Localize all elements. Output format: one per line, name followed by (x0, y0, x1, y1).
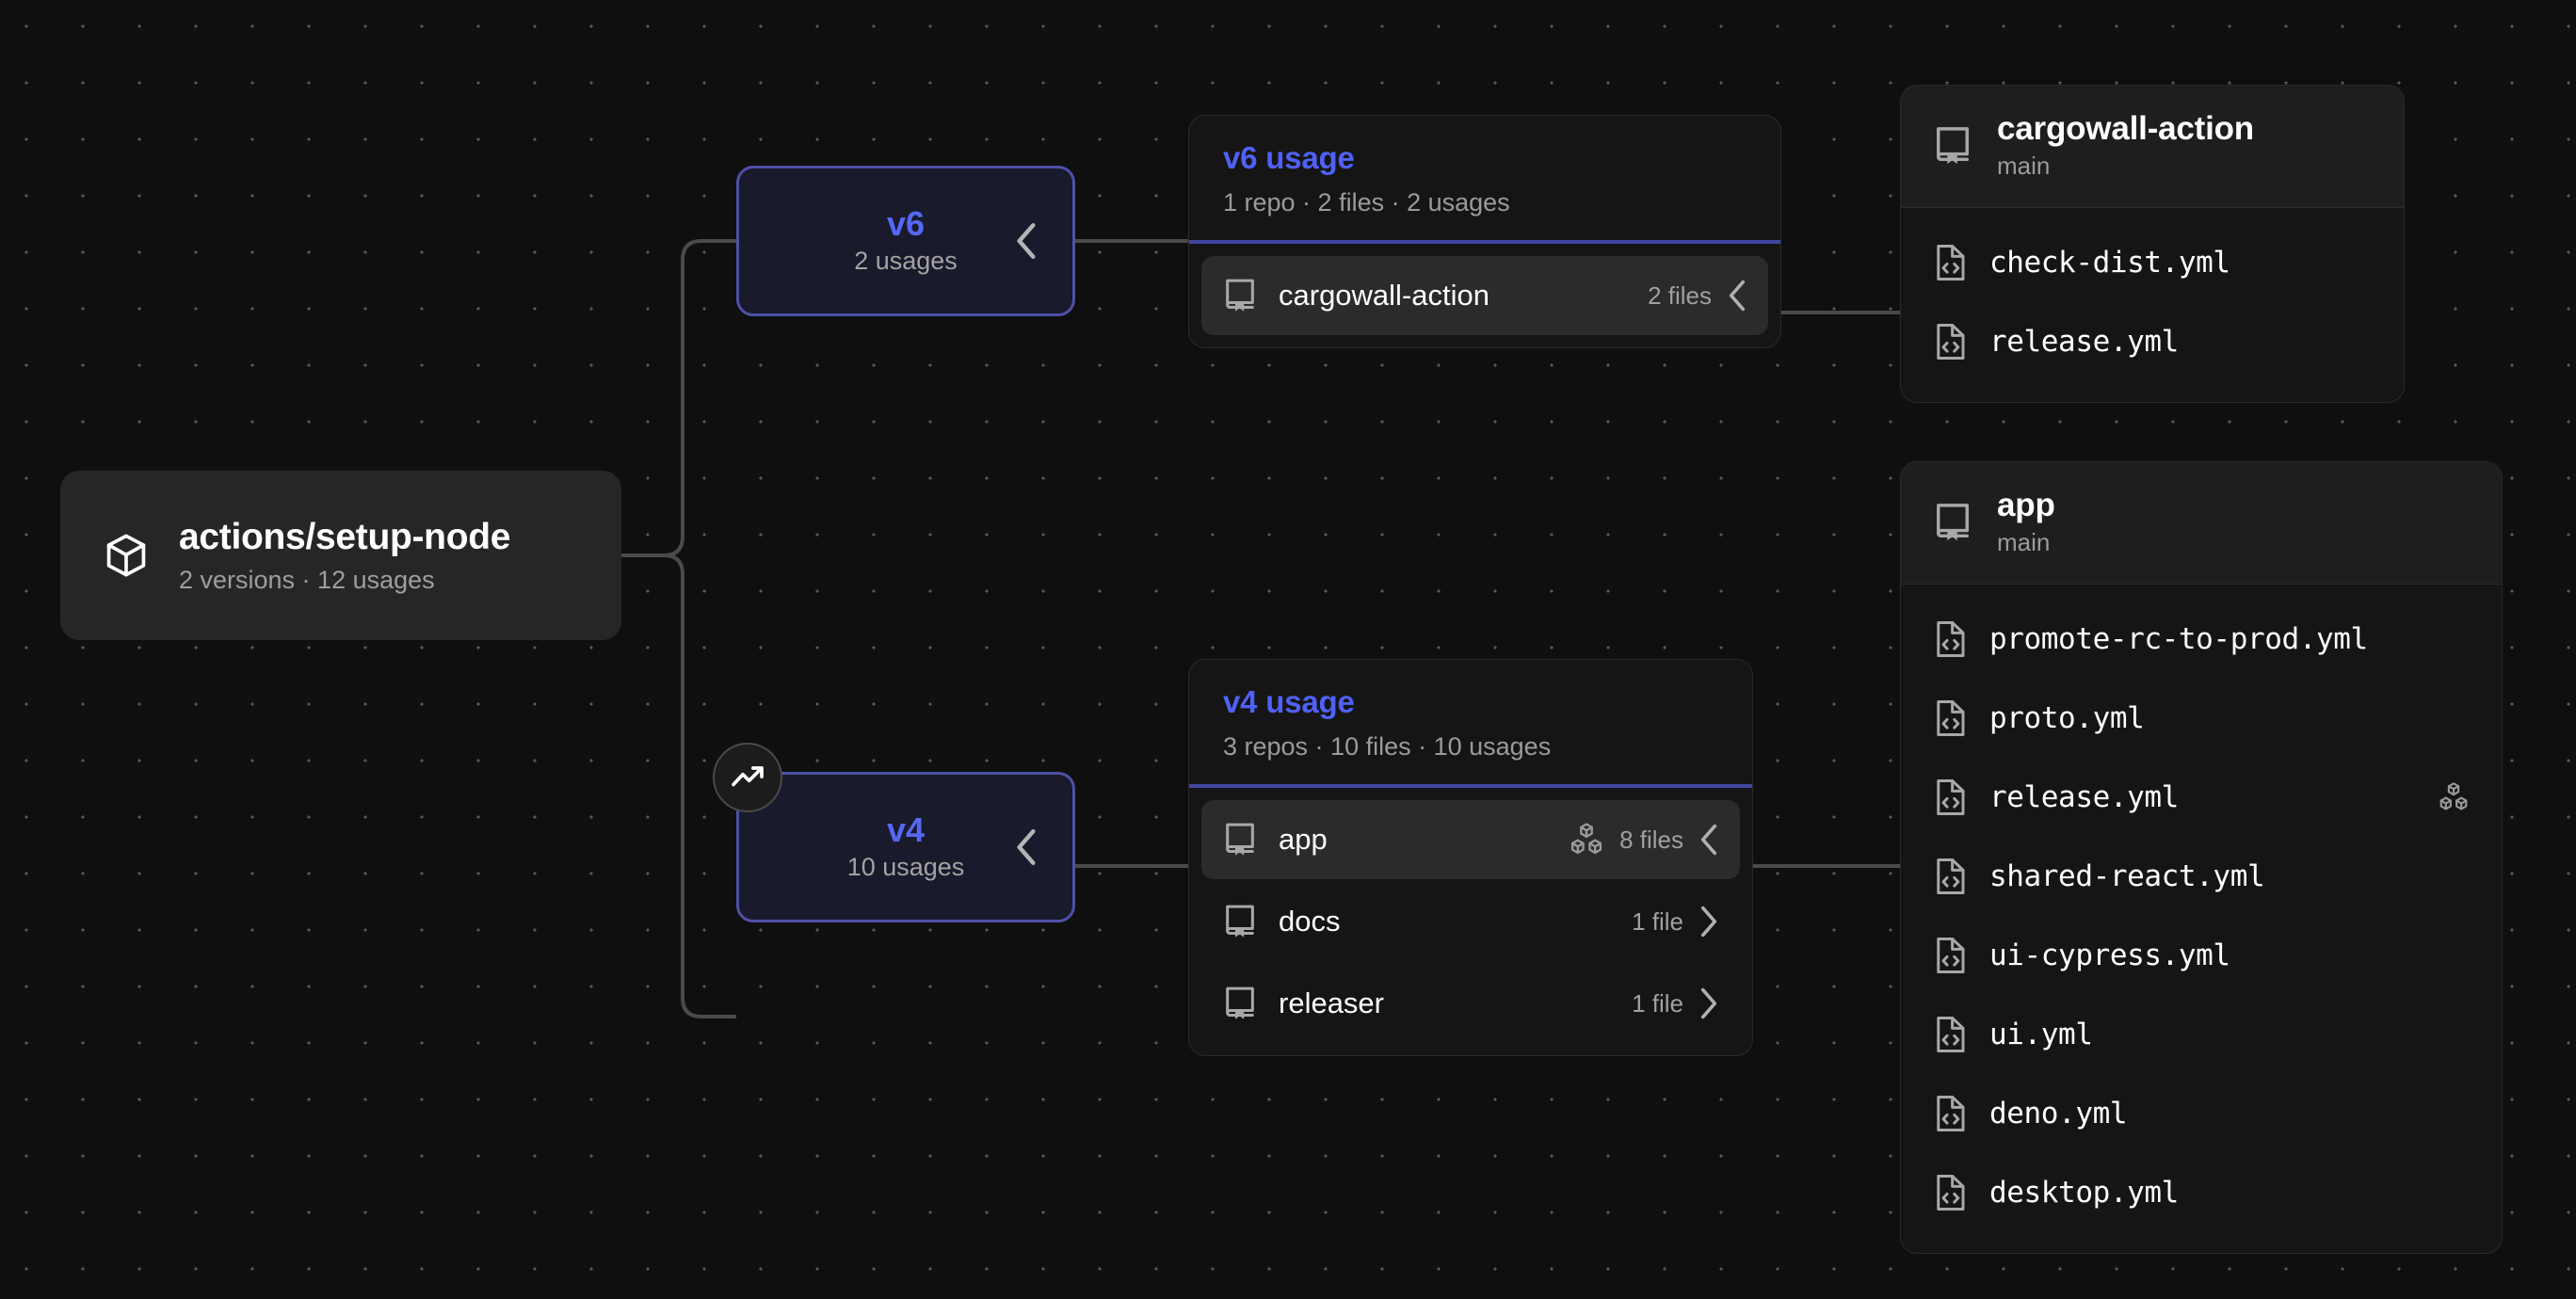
version-node-v6[interactable]: v6 2 usages (736, 166, 1075, 316)
trending-up-icon[interactable] (713, 743, 782, 812)
file-name: proto.yml (1989, 701, 2145, 735)
code-file-icon (1933, 778, 1967, 817)
version-node-v4[interactable]: v4 10 usages (713, 743, 1075, 922)
file-row[interactable]: release.yml (1901, 302, 2404, 381)
usage-card-v6: v6 usage 1 repo · 2 files · 2 usages car… (1188, 115, 1781, 348)
usage-card-header: v4 usage 3 repos · 10 files · 10 usages (1189, 660, 1752, 784)
repo-row-trailing: 8 files (1569, 822, 1719, 858)
file-card-branch: main (1997, 152, 2051, 180)
usage-repo-list: app 8 files (1189, 788, 1752, 1055)
version-label: v6 (886, 203, 926, 243)
version-usages: 2 usages (854, 247, 958, 276)
usage-card-title: v6 usage (1223, 140, 1355, 175)
file-row[interactable]: desktop.yml (1901, 1153, 2502, 1232)
file-card-title: cargowall-action (1997, 110, 2254, 147)
wire-root-to-v6 (621, 239, 736, 557)
usage-repo-list: cargowall-action 2 files (1189, 244, 1780, 347)
file-name: check-dist.yml (1989, 246, 2230, 280)
repo-file-count: 8 files (1619, 825, 1683, 854)
file-name: desktop.yml (1989, 1176, 2179, 1210)
repo-row-releaser[interactable]: releaser 1 file (1201, 964, 1740, 1043)
usage-card-meta: 1 repo · 2 files · 2 usages (1223, 188, 1510, 216)
file-row[interactable]: ui.yml (1901, 995, 2502, 1074)
repo-book-icon (1933, 501, 1972, 544)
usage-card-divider (1189, 784, 1752, 788)
repo-row-app[interactable]: app 8 files (1201, 800, 1740, 879)
code-file-icon (1933, 1094, 1967, 1133)
repo-name: app (1279, 823, 1328, 856)
file-name: shared-react.yml (1989, 859, 2265, 893)
repo-book-icon (1222, 821, 1258, 858)
file-name: deno.yml (1989, 1097, 2128, 1131)
repo-row-cargowall-action[interactable]: cargowall-action 2 files (1201, 256, 1768, 335)
code-file-icon (1933, 1015, 1967, 1054)
code-file-icon (1933, 1173, 1967, 1212)
cubes-icon (2438, 781, 2470, 813)
file-row[interactable]: proto.yml (1901, 679, 2502, 758)
code-file-icon (1933, 857, 1967, 896)
file-card-header[interactable]: app main (1901, 462, 2502, 585)
code-file-icon (1933, 619, 1967, 659)
repo-row-trailing: 2 files (1648, 279, 1747, 313)
file-list: promote-rc-to-prod.yml proto.yml release… (1901, 585, 2502, 1253)
root-title: actions/setup-node (179, 516, 511, 557)
usage-card-header: v6 usage 1 repo · 2 files · 2 usages (1189, 116, 1780, 240)
file-name: ui.yml (1989, 1018, 2093, 1051)
file-card-cargowall-action: cargowall-action main check-dist.yml (1900, 85, 2405, 403)
file-card-app: app main promote-rc-to-prod.yml (1900, 461, 2503, 1254)
code-file-icon (1933, 698, 1967, 738)
file-name: promote-rc-to-prod.yml (1989, 622, 2368, 656)
repo-name: docs (1279, 905, 1341, 938)
code-file-icon (1933, 243, 1967, 282)
chevron-left-icon[interactable] (1014, 221, 1038, 261)
repo-file-count: 2 files (1648, 281, 1712, 310)
root-subtitle: 2 versions · 12 usages (179, 565, 435, 594)
repo-name: cargowall-action (1279, 279, 1489, 312)
repo-row-trailing: 1 file (1632, 905, 1719, 938)
file-row[interactable]: promote-rc-to-prod.yml (1901, 600, 2502, 679)
chevron-left-icon[interactable] (1727, 279, 1747, 313)
repo-book-icon (1222, 903, 1258, 940)
usage-card-title: v4 usage (1223, 684, 1355, 719)
version-usages: 10 usages (846, 853, 965, 882)
cubes-icon (1569, 822, 1604, 858)
usage-card-v4: v4 usage 3 repos · 10 files · 10 usages … (1188, 659, 1753, 1056)
repo-book-icon (1933, 124, 1972, 168)
root-action-node[interactable]: actions/setup-node 2 versions · 12 usage… (60, 471, 621, 640)
file-name: release.yml (1989, 780, 2179, 814)
file-row[interactable]: deno.yml (1901, 1074, 2502, 1153)
cube-icon (102, 529, 151, 582)
code-file-icon (1933, 936, 1967, 975)
version-label: v4 (886, 810, 926, 849)
file-card-title: app (1997, 487, 2055, 523)
file-card-branch: main (1997, 528, 2051, 556)
chevron-right-icon[interactable] (1699, 905, 1719, 938)
file-row[interactable]: check-dist.yml (1901, 223, 2404, 302)
file-name: ui-cypress.yml (1989, 938, 2230, 972)
repo-book-icon (1222, 277, 1258, 314)
code-file-icon (1933, 322, 1967, 361)
repo-name: releaser (1279, 986, 1384, 1019)
usage-card-meta: 3 repos · 10 files · 10 usages (1223, 732, 1552, 761)
repo-file-count: 1 file (1632, 988, 1683, 1018)
file-row[interactable]: shared-react.yml (1901, 837, 2502, 916)
chevron-left-icon[interactable] (1014, 827, 1038, 867)
repo-file-count: 1 file (1632, 906, 1683, 936)
file-card-header[interactable]: cargowall-action main (1901, 86, 2404, 208)
file-row[interactable]: release.yml (1901, 758, 2502, 837)
chevron-left-icon[interactable] (1699, 823, 1719, 857)
repo-row-docs[interactable]: docs 1 file (1201, 882, 1740, 961)
file-row[interactable]: ui-cypress.yml (1901, 916, 2502, 995)
file-name: release.yml (1989, 325, 2179, 359)
usage-card-divider (1189, 240, 1780, 244)
repo-book-icon (1222, 985, 1258, 1022)
repo-row-trailing: 1 file (1632, 986, 1719, 1020)
file-list: check-dist.yml release.yml (1901, 208, 2404, 402)
chevron-right-icon[interactable] (1699, 986, 1719, 1020)
